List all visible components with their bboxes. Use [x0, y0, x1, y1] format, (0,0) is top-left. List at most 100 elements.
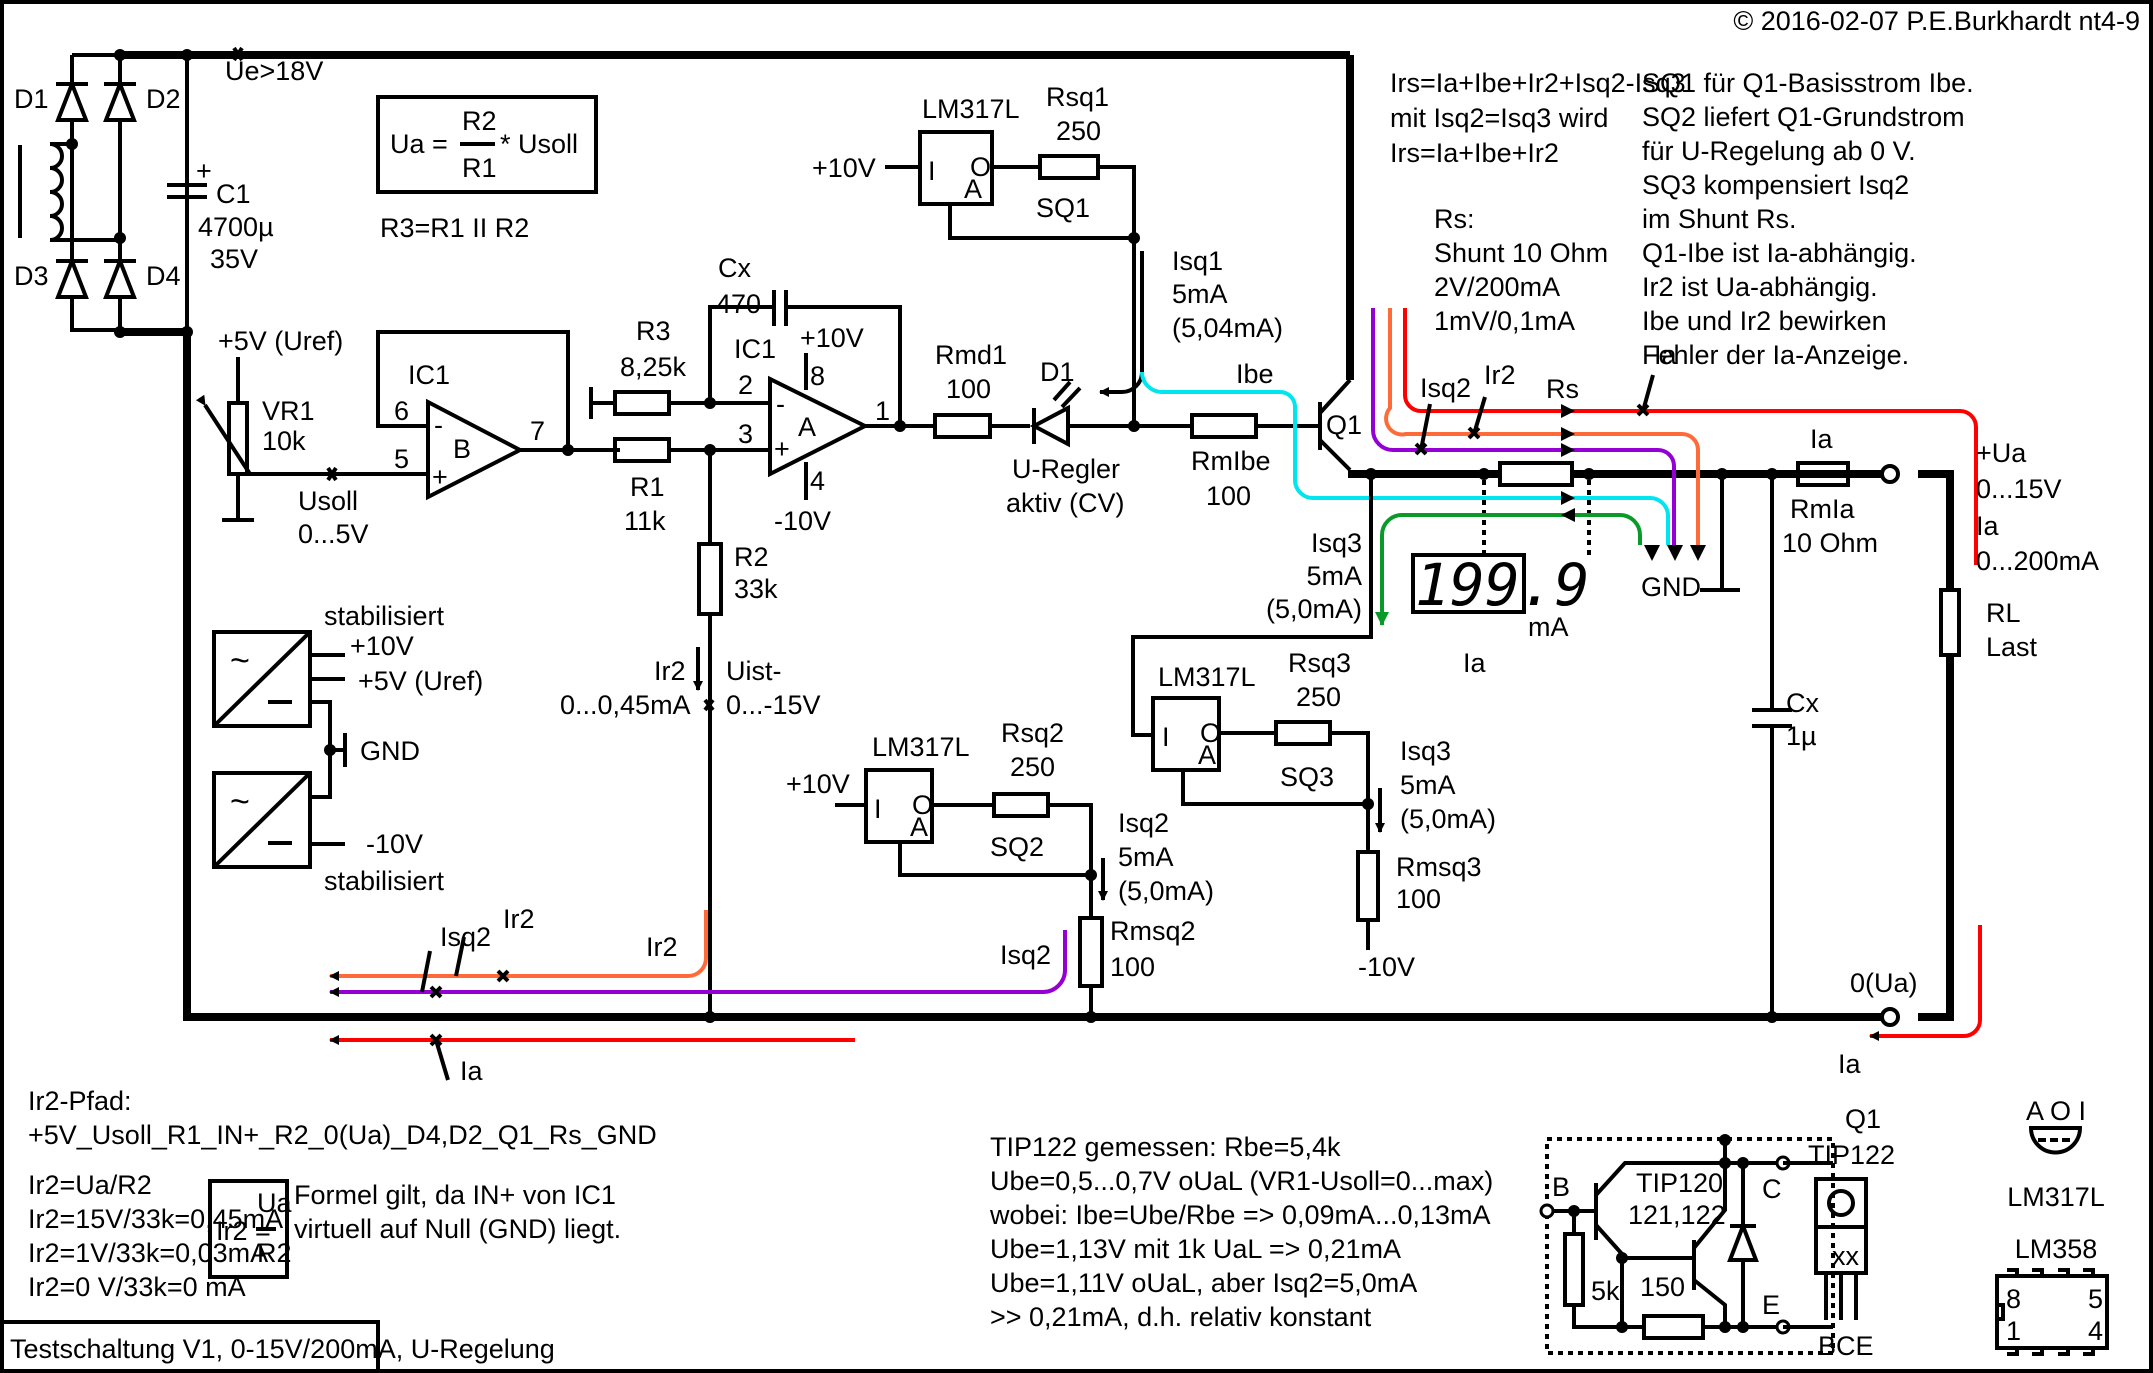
isq3-meas: (5,0mA) [1400, 804, 1496, 834]
note-irs-2: mit Isq2=Isq3 wird [1390, 103, 1608, 133]
isq3-upper-nom: 5mA [1306, 561, 1362, 591]
formula-ir2-den: R2 [257, 1238, 292, 1268]
vr1-value: 10k [262, 426, 306, 456]
ue-marker-icon [232, 46, 244, 62]
note-sq-2: SQ2 liefert Q1-Grundstrom [1642, 102, 1965, 132]
rl-name: RL [1986, 598, 2021, 628]
ic1a-pin3: 3 [738, 419, 753, 449]
pkg-lm317-name: LM317L [2007, 1182, 2105, 1212]
ic1b-pin5: 5 [394, 444, 409, 474]
isq3-name: Isq3 [1400, 736, 1451, 766]
cx-out-value: 1µ [1786, 721, 1817, 751]
r3-name: R3 [636, 316, 671, 346]
note-rs-4: 1mV/0,1mA [1434, 306, 1575, 336]
sq2-r-name: Rsq2 [1001, 718, 1064, 748]
led-caption2: aktiv (CV) [1006, 488, 1125, 518]
sq2-label: SQ2 [990, 832, 1044, 862]
title-box [0, 1320, 380, 1373]
ia-out-label: Ia [1976, 511, 2000, 541]
sq1-adj: A [964, 174, 982, 204]
usoll-range: 0...5V [298, 519, 369, 549]
bottom-ir2-label: Ir2 [503, 904, 535, 934]
ir2-annotation: Ir2 0...0,45mA Uist- 0...-15V [560, 647, 821, 720]
sq3-adj: A [1198, 740, 1216, 770]
sq3-ic: LM317L [1158, 662, 1256, 692]
led-d1-icon [1029, 380, 1082, 448]
diode-d1 [55, 78, 89, 122]
meter-caption: Ia [1463, 648, 1487, 678]
ic1a-minus: - [776, 389, 785, 419]
note-rs-1: Rs: [1434, 204, 1475, 234]
notes-sq: SQ1 für Q1-Basisstrom Ibe. SQ2 liefert Q… [1642, 68, 1974, 370]
c1-plus: + [196, 156, 212, 186]
meter-reading: 199.9 [1415, 551, 1590, 619]
lm317l-package: A O I LM317L [2007, 1096, 2105, 1212]
formula-ua-rhs: * Usoll [500, 129, 578, 159]
pkg-lm358-p5: 5 [2088, 1284, 2103, 1314]
c1-value: 4700µ [198, 212, 274, 242]
diode-d2 [103, 78, 137, 122]
rmibe-value: 100 [1206, 481, 1251, 511]
formula-note-1: Formel gilt, da IN+ von IC1 [294, 1180, 616, 1210]
supply-n10: -10V [366, 829, 423, 859]
ic1a-pin8: 8 [810, 361, 825, 391]
sq1-r-value: 250 [1056, 116, 1101, 146]
ue-label: Ue>18V [225, 56, 323, 86]
meter-unit: mA [1528, 612, 1569, 642]
capacitor-c1 [167, 55, 207, 332]
notes-ir2: Ir2-Pfad: +5V_Usoll_R1_IN+_R2_0(Ua)_D4,D… [28, 1086, 657, 1302]
rectifier: D1 D2 D3 D4 + C1 4700µ 35V Ue>18V [14, 46, 1890, 1021]
sq1-out: O [970, 152, 991, 182]
note-sq-3: für U-Regelung ab 0 V. [1642, 136, 1916, 166]
supply-p10: +10V [350, 631, 414, 661]
r2-name: R2 [734, 542, 769, 572]
ic1a-unit: A [798, 412, 816, 442]
label-d3: D3 [14, 261, 49, 291]
sq3-r-value: 250 [1296, 682, 1341, 712]
lm358-package: LM358 8 5 1 4 [1995, 1234, 2109, 1356]
pkg-lm358-p8: 8 [2006, 1284, 2021, 1314]
sq1-ic: LM317L [922, 94, 1020, 124]
formula-ir2-num: Ua [257, 1188, 292, 1218]
ic1a-plus: + [774, 434, 790, 464]
uist-label: Uist- [726, 656, 782, 686]
sq2-r-value: 250 [1010, 752, 1055, 782]
isq3-upper-name: Isq3 [1311, 528, 1362, 558]
ir2-top-label: Ir2 [1484, 360, 1516, 390]
pkg-lm358-p1: 1 [2006, 1316, 2021, 1346]
c1-name: C1 [216, 179, 251, 209]
darlington-e: E [1762, 1290, 1780, 1320]
isq1-nom: 5mA [1172, 279, 1228, 309]
ic1b-name: IC1 [408, 360, 450, 390]
rmsq2-name: Rmsq2 [1110, 916, 1196, 946]
supply-bottom-label: stabilisiert [324, 866, 445, 896]
rmibe-name: RmIbe [1191, 446, 1271, 476]
ir2-calc-2: Ir2=15V/33k=0,45mA [28, 1204, 283, 1234]
led-name: D1 [1040, 357, 1075, 387]
r3-note: R3=R1 II R2 [380, 213, 529, 243]
r1-value: 11k [624, 506, 666, 536]
resistor-network: R3 8,25k R1 11k R2 33k [568, 316, 778, 1023]
ic1b-unit: B [453, 434, 471, 464]
ia-current-path [1403, 308, 1978, 565]
ir2-label: Ir2 [654, 656, 686, 686]
note-irs-1: Irs=Ia+Ibe+Ir2+Isq2-Isq3 [1390, 68, 1686, 98]
tip-note-6: >> 0,21mA, d.h. relativ konstant [990, 1302, 1372, 1332]
bottom-isq2-tail: Isq2 [1000, 940, 1051, 970]
sq3-supply: -10V [1358, 952, 1415, 982]
tip-note-3: wobei: Ibe=Ube/Rbe => 0,09mA...0,13mA [989, 1200, 1491, 1230]
bottom-ia-label: Ia [460, 1056, 484, 1086]
ic1b-plus: + [432, 462, 448, 492]
pkg-lm358-p4: 4 [2088, 1316, 2103, 1346]
ir2-path-title: Ir2-Pfad: [28, 1086, 132, 1116]
tip-note-4: Ube=1,13V mit 1k UaL => 0,21mA [990, 1234, 1401, 1264]
current-source-sq3: LM317L Rsq3 250 I A O SQ3 Isq3 5mA (5,0m… [1151, 648, 1496, 982]
tip-note-2: Ube=0,5...0,7V oUaL (VR1-Usoll=0...max) [990, 1166, 1493, 1196]
formula-ir2: Ir2 = Ua R2 [208, 1179, 292, 1279]
rmia-ia-label: Ia [1810, 424, 1834, 454]
sq2-adj: A [910, 812, 928, 842]
note-sq-5: im Shunt Rs. [1642, 204, 1797, 234]
supply-gnd: GND [360, 736, 420, 766]
meter-gnd: GND [1641, 572, 1701, 602]
